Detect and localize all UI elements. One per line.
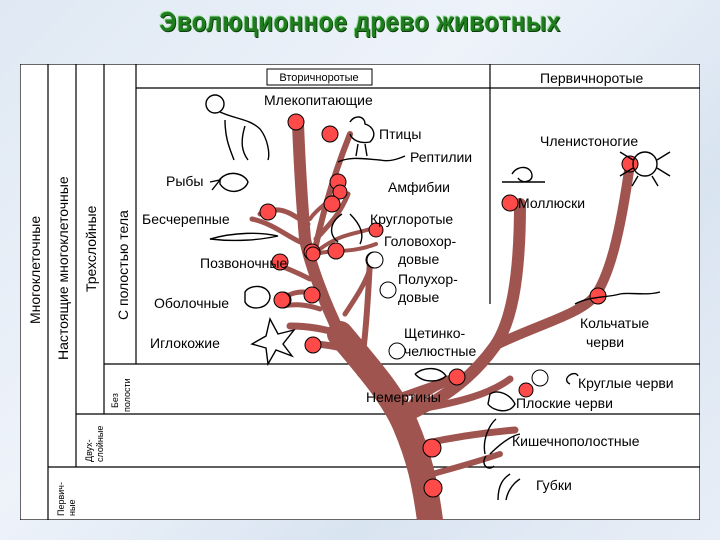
column-no-cavity-1: Без bbox=[110, 393, 120, 408]
label-acrania: Бесчерепные bbox=[142, 211, 230, 227]
header-protostomes: Первичноротые bbox=[540, 70, 643, 86]
taxa-labels: Млекопитающие Птицы Рептилии Рыбы Амфиби… bbox=[142, 92, 674, 493]
label-flatworms: Плоские черви bbox=[516, 395, 613, 411]
column-body-cavity: С полостью тела bbox=[115, 210, 131, 320]
label-reptiles: Рептилии bbox=[410, 149, 472, 165]
label-semichordates-2: довые bbox=[398, 289, 439, 305]
column-primary-1: Первич- bbox=[56, 482, 66, 516]
label-annelids-2: черви bbox=[586, 334, 624, 350]
label-semichordates-1: Полухор- bbox=[398, 271, 458, 287]
label-mollusks: Моллюски bbox=[518, 195, 585, 211]
label-chaetognaths-1: Щетинко- bbox=[404, 325, 465, 341]
label-echinoderms: Иглокожие bbox=[150, 335, 220, 351]
label-roundworms: Круглые черви bbox=[578, 375, 674, 391]
evolution-tree-panel: Многоклеточные Настоящие многоклеточные … bbox=[19, 63, 701, 533]
page-title: Эволюционное древо животных bbox=[159, 6, 561, 37]
label-annelids-1: Кольчатые bbox=[580, 315, 649, 331]
evolution-tree-diagram: Многоклеточные Настоящие многоклеточные … bbox=[19, 63, 701, 533]
label-hemichordates-1: Головохор- bbox=[384, 233, 457, 249]
label-amphibians: Амфибии bbox=[388, 179, 450, 195]
header-deuterostomes: Вторичноротые bbox=[279, 72, 358, 84]
label-vertebrates: Позвоночные bbox=[200, 255, 287, 271]
label-arthropods: Членистоногие bbox=[540, 133, 638, 149]
label-sponges: Губки bbox=[536, 477, 572, 493]
column-no-cavity-2: полости bbox=[122, 378, 132, 412]
deuterostomes-header-box bbox=[266, 68, 373, 86]
tree-nodes bbox=[259, 113, 639, 498]
column-true-multicellular: Настоящие многоклеточные bbox=[55, 176, 71, 360]
label-cnidarians: Кишечнополостные bbox=[512, 433, 640, 449]
column-two-layer-2: слойные bbox=[95, 426, 105, 462]
label-fish: Рыбы bbox=[166, 173, 203, 189]
label-nemerteans: Немертины bbox=[366, 389, 441, 405]
animal-sketches bbox=[205, 94, 671, 501]
column-two-layer-1: Двух- bbox=[84, 439, 94, 462]
column-primary-2: ные bbox=[67, 500, 77, 516]
column-three-layer: Трехслойные bbox=[83, 205, 99, 292]
label-chaetognaths-2: челюстные bbox=[404, 343, 476, 359]
label-mammals: Млекопитающие bbox=[264, 92, 373, 108]
label-tunicates: Оболочные bbox=[154, 295, 229, 311]
label-cyclostomes: Круглоротые bbox=[370, 211, 453, 227]
column-multicellular: Многоклеточные bbox=[27, 216, 43, 324]
label-birds: Птицы bbox=[379, 126, 421, 142]
label-hemichordates-2: довые bbox=[398, 251, 439, 267]
